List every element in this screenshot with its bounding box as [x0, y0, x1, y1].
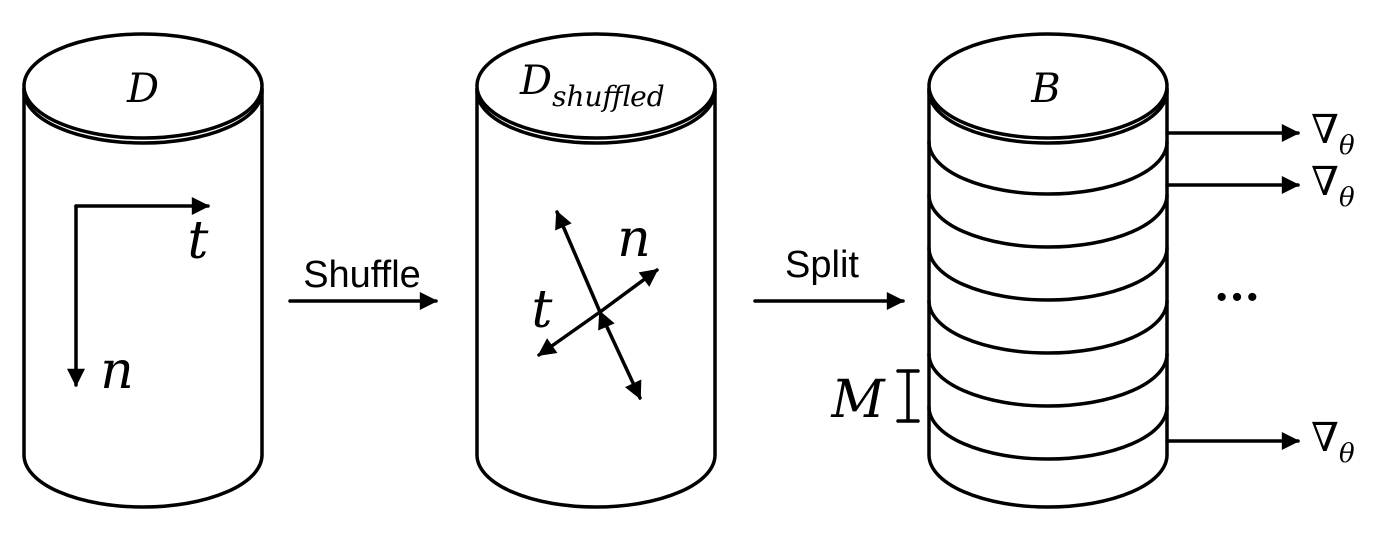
batches-label: B	[1030, 66, 1060, 112]
batch-size-bracket	[896, 369, 920, 423]
gradient-outputs: ∇θ ∇θ ··· ∇θ	[1165, 107, 1355, 469]
shuffle-step: Shuffle	[288, 254, 438, 310]
gradient-symbol: ∇	[1311, 107, 1339, 153]
shuffled-label-main: D	[519, 58, 552, 104]
shuffled-dataset-cylinder: Dshuffled n t	[475, 32, 717, 509]
split-step: Split	[753, 244, 905, 310]
shuffled-time-arrow	[598, 268, 659, 314]
shuffled-samples-arrow	[555, 210, 615, 331]
gradient-symbol: ∇	[1311, 415, 1339, 461]
batch-divider	[927, 405, 1169, 461]
batches-cylinder-top	[927, 32, 1169, 140]
batches-cylinder: B M	[830, 32, 1169, 509]
gradient-subscript: θ	[1339, 439, 1355, 469]
batch-size-label: M	[830, 370, 886, 430]
shuffled-label-subscript: shuffled	[552, 80, 665, 113]
gradient-symbol: ∇	[1311, 159, 1339, 205]
shuffled-time-arrow-lower	[537, 310, 602, 357]
gradient-subscript: θ	[1339, 131, 1355, 161]
samples-axis-label: n	[100, 341, 134, 401]
time-axis-label: t	[188, 211, 209, 271]
shuffled-samples-arrow-lower	[598, 310, 642, 400]
split-label: Split	[785, 244, 859, 286]
gradient-label: ∇θ	[1311, 107, 1355, 161]
gradient-label: ∇θ	[1311, 415, 1355, 469]
batch-divider	[927, 140, 1169, 196]
batch-divider	[927, 246, 1169, 302]
batch-divider	[927, 193, 1169, 249]
shuffle-label: Shuffle	[303, 254, 421, 296]
batch-divider	[927, 299, 1169, 355]
shuffled-time-label: t	[532, 280, 553, 340]
batch-divider	[927, 352, 1169, 408]
batch-dividers	[927, 140, 1169, 461]
shuffled-cylinder-top	[475, 32, 717, 140]
shuffled-dataset-label: Dshuffled	[519, 58, 665, 113]
dataset-cylinder-body	[22, 88, 264, 509]
dataset-cylinder: D t n	[22, 32, 264, 509]
gradient-label: ∇θ	[1311, 159, 1355, 213]
shuffled-samples-label: n	[617, 209, 651, 269]
dataset-label: D	[126, 66, 159, 112]
dataset-cylinder-top	[22, 32, 264, 140]
gradient-subscript: θ	[1339, 183, 1355, 213]
ellipsis: ···	[1214, 272, 1260, 323]
